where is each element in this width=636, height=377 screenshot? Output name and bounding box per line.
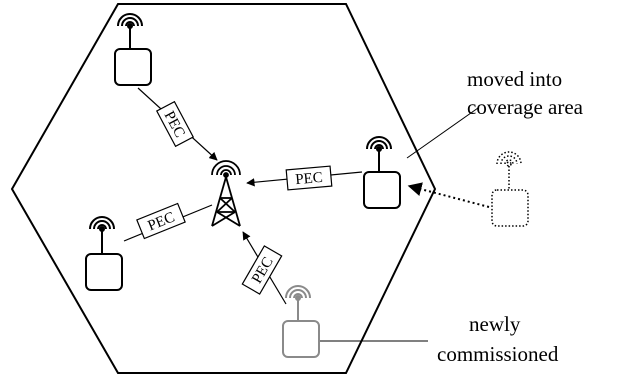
pec-box [136, 202, 186, 240]
pec-box [241, 245, 283, 295]
link-top-left: PEC [137, 87, 218, 161]
device-top-left [114, 13, 152, 86]
move-in-arrow [407, 182, 490, 208]
pec-box [285, 165, 333, 191]
antenna-icon [89, 216, 115, 254]
annotation-new-line2: commissioned [437, 342, 559, 366]
device-outside-coverage [491, 151, 529, 227]
base-station-tower-icon [211, 160, 241, 227]
link-left: PEC [123, 202, 213, 242]
annotation-moved-line2: coverage area [467, 95, 584, 119]
antenna-icon [117, 13, 143, 49]
pec-box [155, 100, 195, 148]
link-moved-in: PEC [246, 165, 363, 191]
antenna-icon [285, 285, 311, 321]
device-newly-commissioned [282, 285, 320, 358]
link-newly-commissioned: PEC [241, 231, 287, 305]
pec-label: PEC [295, 170, 324, 188]
annotation-moved-line1: moved into [467, 67, 562, 91]
antenna-icon [496, 151, 522, 190]
device-left [85, 216, 123, 291]
coverage-area-hexagon [10, 3, 437, 374]
antenna-icon [366, 136, 392, 172]
annotation-new-line1: newly [469, 312, 521, 336]
annotation-leader-moved [406, 107, 479, 159]
device-moved-in [363, 136, 401, 209]
